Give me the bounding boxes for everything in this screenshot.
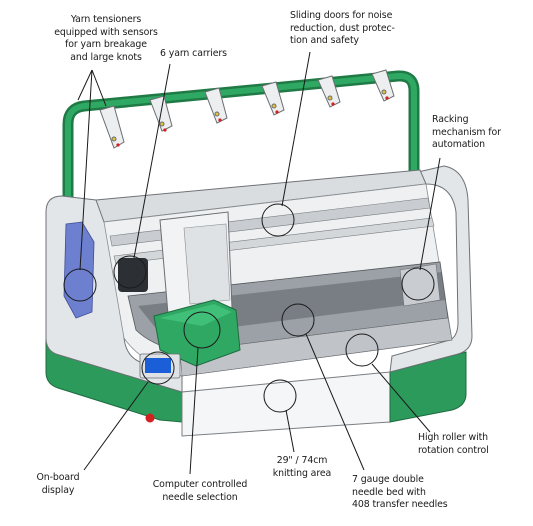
callout-doors-circle: [261, 203, 295, 237]
label-line: knitting area: [272, 467, 332, 479]
tensioner-post: [99, 105, 125, 149]
label-line: Yarn tensioners: [70, 14, 142, 25]
label-line: and large knots: [70, 51, 142, 63]
label-line: 7 gauge double: [352, 474, 424, 485]
tensioner-post: [371, 69, 395, 102]
callout-knitting-circle: [263, 379, 297, 413]
label-knitting-area: 29" / 74cm knitting area: [262, 455, 342, 480]
callout-racking-circle: [401, 267, 435, 301]
label-yarn-carriers: 6 yarn carriers: [160, 48, 227, 61]
label-line: automation: [432, 139, 485, 150]
carrier-rail: [62, 70, 420, 214]
label-line: 6 yarn carriers: [160, 48, 227, 59]
label-sliding-doors: Sliding doors for noise reduction, dust …: [290, 10, 395, 48]
label-line: tion and safety: [290, 35, 359, 46]
label-line: 408 transfer needles: [352, 499, 448, 510]
callout-selection-circle: [183, 311, 221, 349]
label-line: for yarn breakage: [65, 39, 147, 50]
label-line: reduction, dust protec-: [290, 22, 395, 34]
label-racking: Racking mechanism for automation: [432, 114, 501, 152]
tensioner-post: [317, 75, 341, 108]
leader-lines: [77, 51, 441, 475]
tensioner-post: [204, 87, 228, 124]
callout-needlebed-circle: [281, 303, 315, 337]
callout-display-circle: [141, 351, 175, 385]
label-line: rotation control: [418, 444, 489, 456]
callout-circles: [63, 203, 435, 413]
label-line: equipped with sensors: [54, 26, 158, 38]
label-line: Computer controlled: [152, 479, 248, 490]
label-high-roller: High roller with rotation control: [418, 432, 489, 457]
label-line: 29" / 74cm: [276, 455, 328, 466]
label-line: Sliding doors for noise: [290, 10, 393, 21]
label-line: needle bed with: [352, 486, 426, 498]
callout-carrier-circle: [113, 255, 147, 289]
label-line: needle selection: [162, 491, 238, 503]
label-needle-selection: Computer controlled needle selection: [140, 479, 260, 504]
machine-body: [45, 165, 473, 437]
tensioner-post: [261, 81, 285, 116]
label-line: mechanism for: [432, 126, 501, 138]
label-line: On-board: [36, 472, 80, 483]
label-onboard-display: On-board display: [28, 472, 88, 497]
callout-roller-circle: [345, 333, 379, 367]
label-line: High roller with: [418, 432, 489, 443]
label-line: Racking: [432, 114, 469, 125]
label-yarn-tensioners: Yarn tensioners equipped with sensors fo…: [38, 14, 174, 64]
label-needle-bed: 7 gauge double needle bed with 408 trans…: [352, 474, 448, 512]
label-line: display: [41, 484, 75, 496]
